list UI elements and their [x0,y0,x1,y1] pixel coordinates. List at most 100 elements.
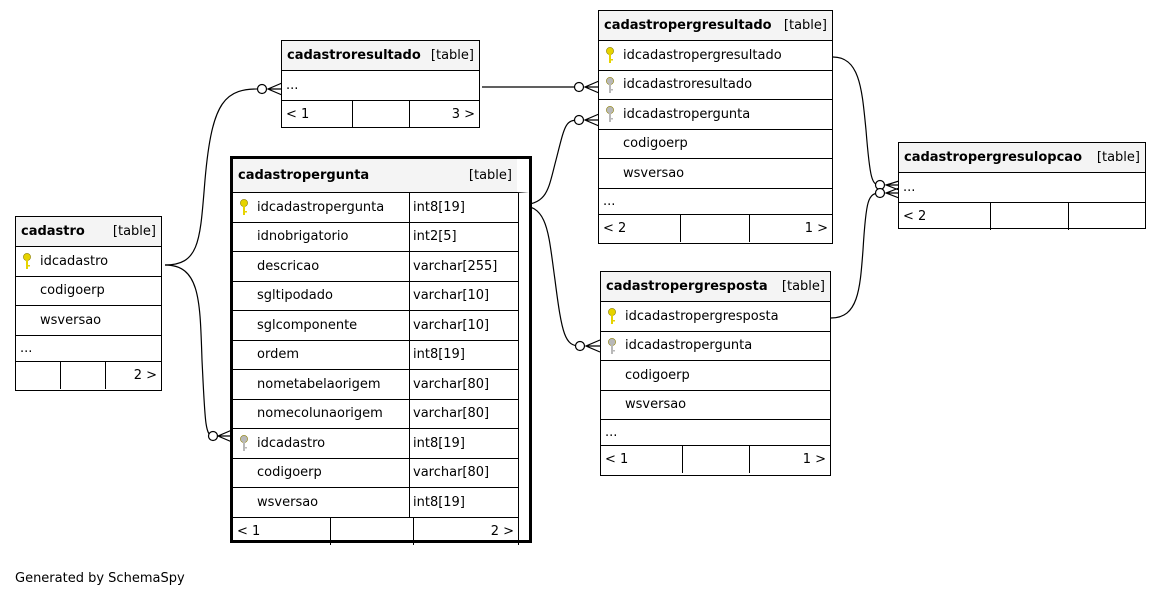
column-name: nometabelaorigem [257,376,381,392]
more-columns: ... [601,420,830,446]
table-cadastropergunta[interactable]: cadastropergunta [table] idcadastropergu… [230,156,532,545]
column-icon-slot [233,488,255,517]
column-type: varchar[10] [409,311,518,340]
table-cadastroresultado[interactable]: cadastroresultado [table] ... < 1 3 > [281,40,480,128]
table-header: cadastropergunta [table] [233,159,529,193]
column-row[interactable]: descricao varchar[255] [233,252,518,282]
edge-cadastropergresposta-cadastropergresulopcao-end [874,187,886,199]
column-row[interactable]: idcadastro [16,247,161,277]
column-name: codigoerp [623,136,688,152]
column-icon-slot [233,400,255,429]
column-row[interactable]: idcadastro int8[19] [233,429,518,459]
column-row[interactable]: idcadastropergresultado [599,41,832,71]
footer-middle [353,101,410,128]
column-row[interactable]: wsversao [599,159,832,189]
column-name: ordem [257,347,299,363]
column-type: int8[19] [409,429,518,458]
more-columns: ... [16,336,161,362]
table-cadastropergresultado[interactable]: cadastropergresultado [table] idcadastro… [598,10,833,244]
edge-cadastropergunta-cadastropergresposta-end [574,340,586,352]
table-footer: < 1 1 > [601,446,830,473]
footer-middle [683,446,750,473]
more-columns: ... [899,173,1145,203]
table-name: cadastroresultado [287,48,421,63]
footer-middle [331,517,414,545]
columns-list: idcadastropergresultado idcadastroresulta… [599,41,832,189]
table-cadastropergresulopcao[interactable]: cadastropergresulopcao [table] ... < 2 [898,142,1146,230]
foreign-key-icon [233,429,255,458]
footer-left [16,361,61,389]
edge-cadastro-cadastroresultado [164,88,263,266]
table-footer: < 2 [899,203,1145,230]
table-header: cadastropergresultado [table] [599,11,832,41]
footer-right: 1 > [802,452,826,467]
column-name: idcadastropergunta [625,338,753,354]
table-kind: [table] [468,168,512,183]
column-row[interactable]: codigoerp [601,361,830,391]
column-row[interactable]: idcadastropergunta int8[19] [233,193,518,223]
column-icon-slot [16,277,38,306]
table-kind: [table] [112,224,156,239]
generated-by-credit[interactable]: Generated by SchemaSpy [15,571,185,586]
foreign-key-icon [599,71,621,100]
edge-cadastroresultado-cadastropergresultado-end [573,81,585,93]
column-name: wsversao [623,165,685,181]
column-row[interactable]: idcadastropergunta [601,332,830,361]
column-row[interactable]: wsversao [16,306,161,336]
column-type: int8[19] [409,193,518,222]
primary-key-icon [599,41,621,70]
column-row[interactable]: codigoerp [16,277,161,306]
table-header: cadastropergresposta [table] [601,272,830,302]
column-type: varchar[80] [409,399,518,428]
footer-middle [681,214,750,242]
column-row[interactable]: codigoerp [599,130,832,159]
table-kind: [table] [783,18,827,33]
column-name: codigoerp [257,465,322,481]
footer-left: < 1 [282,101,353,128]
column-type: int8[19] [409,340,518,369]
table-kind: [table] [430,48,474,63]
column-name: idcadastropergunta [257,199,385,215]
column-icon-slot [233,370,255,399]
table-header: cadastropergresulopcao [table] [899,143,1145,173]
column-row[interactable]: ordem int8[19] [233,340,518,370]
edge-cadastro-cadastropergunta-end [207,430,219,442]
column-name: wsversao [40,312,102,328]
column-icon-slot [601,361,623,390]
column-row[interactable]: idcadastroresultado [599,71,832,100]
edge-cadastropergunta-cadastropergresultado-end [573,114,585,126]
table-cadastropergresposta[interactable]: cadastropergresposta [table] idcadastrop… [600,271,831,476]
footer-right [1069,203,1145,230]
column-row[interactable]: idcadastropergresposta [601,302,830,332]
column-icon-slot [601,391,623,420]
footer-middle [991,203,1069,230]
footer-left: < 2 [599,214,681,242]
more-columns: ... [282,71,479,101]
column-type: varchar[255] [409,252,518,281]
table-name: cadastropergresultado [604,18,772,33]
column-row[interactable]: wsversao [601,391,830,420]
table-kind: [table] [1096,150,1140,165]
column-icon-slot [233,252,255,281]
table-name: cadastropergresulopcao [904,150,1083,165]
column-name: descricao [257,258,320,274]
table-footer: < 1 2 > [233,517,518,545]
column-row[interactable]: idcadastropergunta [599,100,832,130]
column-name: idcadastropergresultado [623,47,782,63]
column-type: int8[19] [409,488,518,517]
table-header: cadastro [table] [16,217,161,247]
table-name: cadastro [21,224,85,239]
column-name: sgltipodado [257,288,333,304]
column-name: idcadastro [257,435,326,451]
